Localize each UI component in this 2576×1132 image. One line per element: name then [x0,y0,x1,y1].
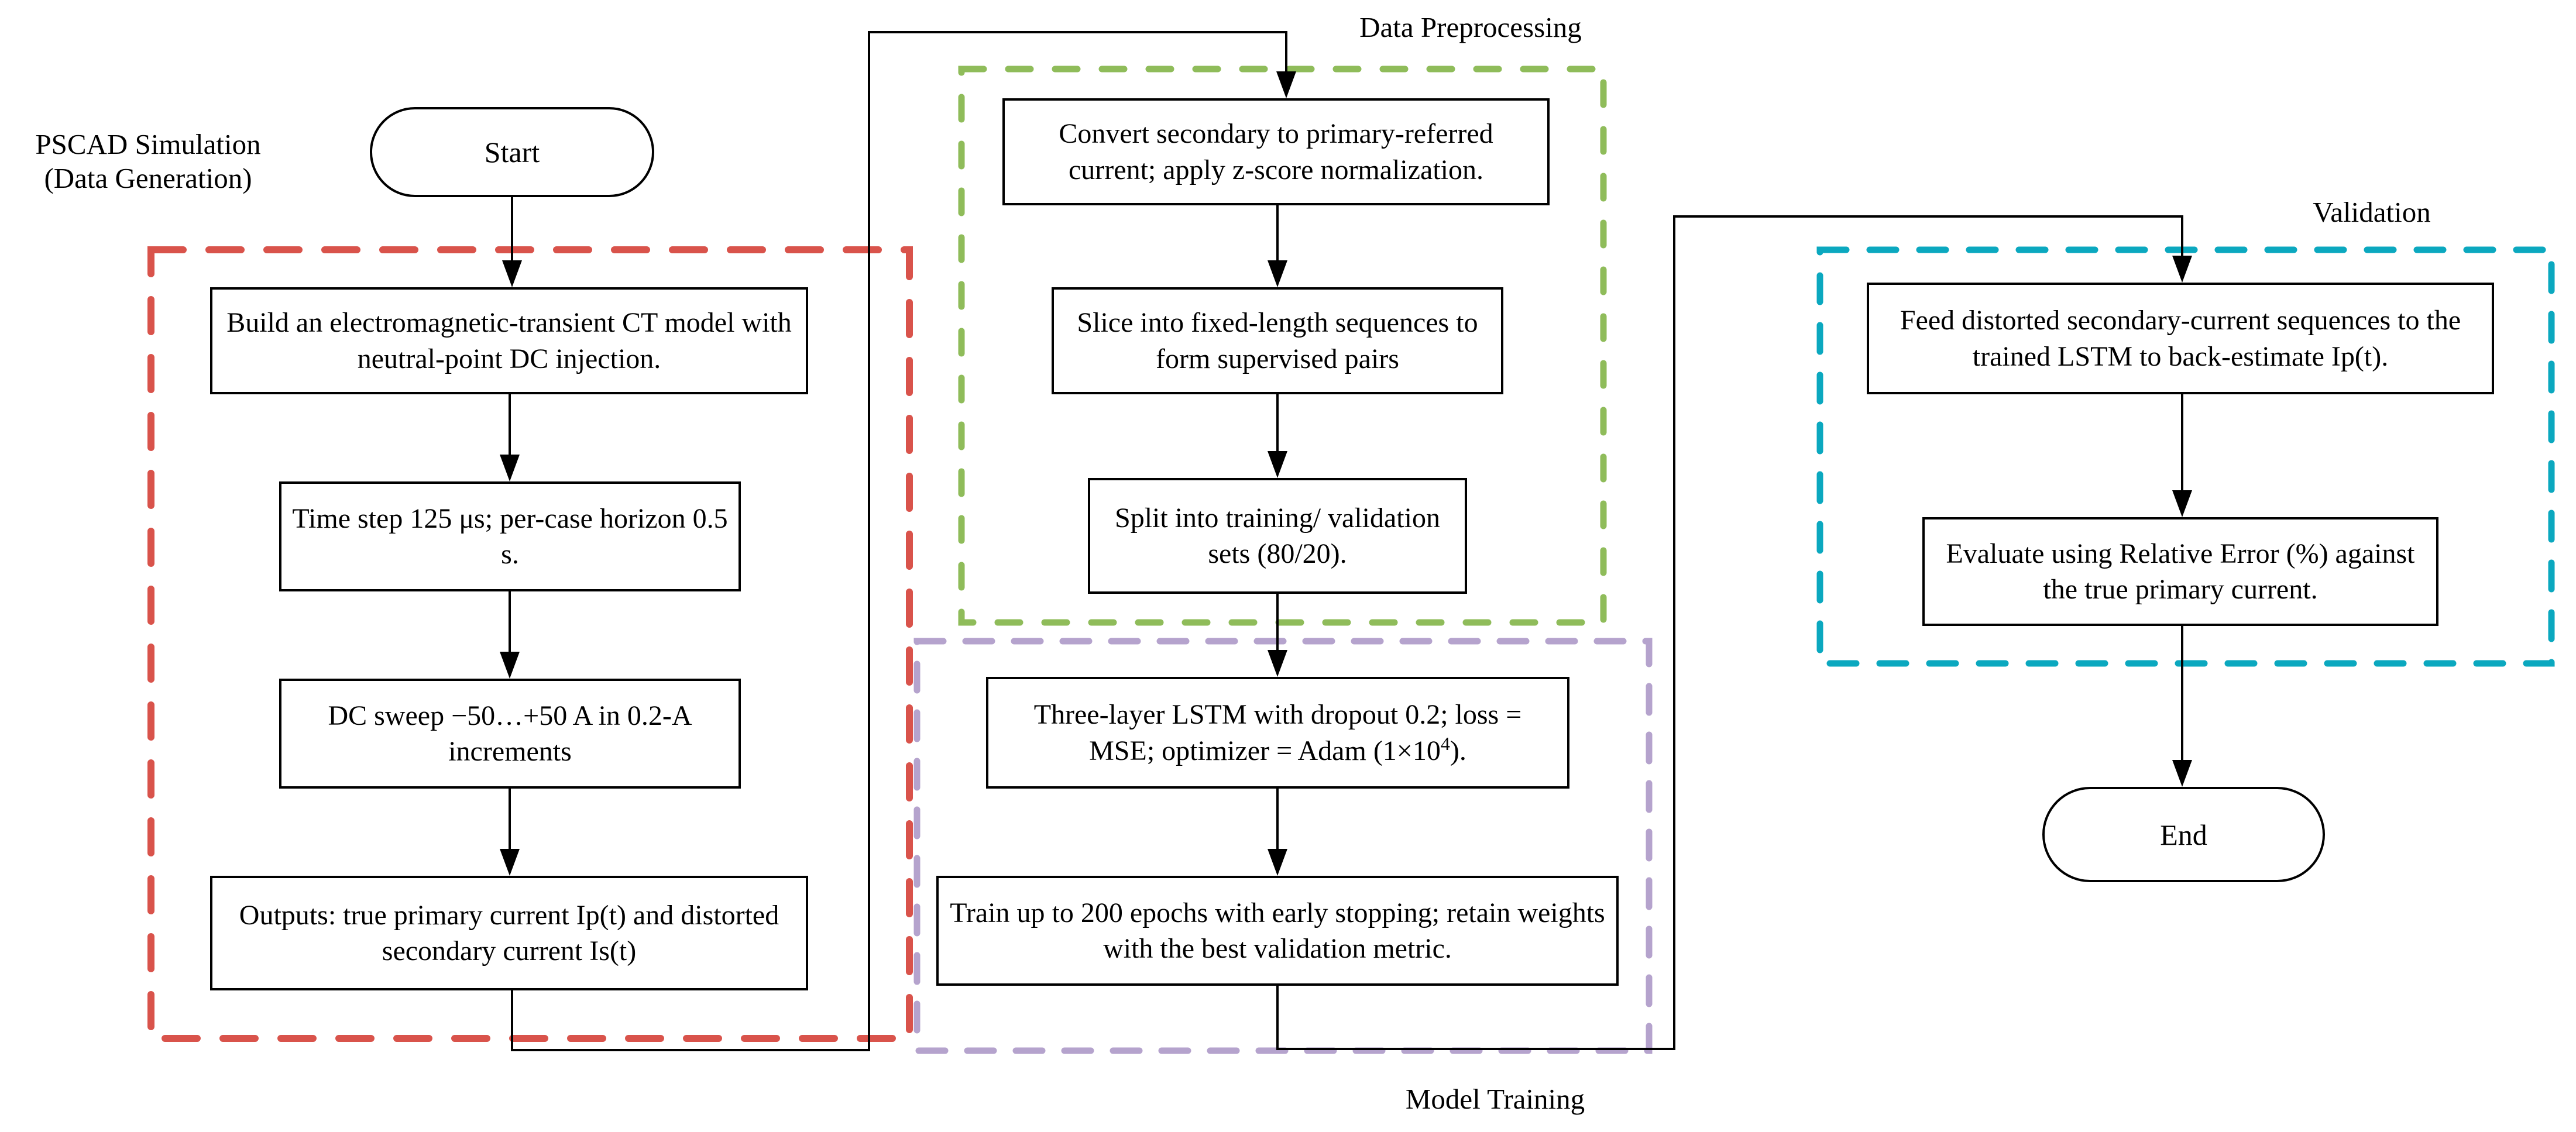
arrowhead-into-slice [1268,260,1287,287]
stage-label-pscad-line1: PSCAD Simulation [35,128,261,160]
process-box-build-ct-model-text: Build an electromagnetic-transient CT mo… [226,307,792,374]
arrowhead-into-train [1268,849,1287,876]
terminator-end-label: End [2160,818,2207,851]
process-box-feed-lstm-text: Feed distorted secondary-current sequenc… [1900,305,2461,372]
process-box-slice-sequences: Slice into fixed-length sequences to for… [1052,287,1503,394]
arrowhead-into-outputs [500,849,520,876]
process-box-convert-normalize-text: Convert secondary to primary-referred cu… [1059,118,1493,185]
stage-label-pscad-simulation: PSCAD Simulation (Data Generation) [8,128,288,195]
process-box-evaluate-error: Evaluate using Relative Error (%) agains… [1922,517,2438,626]
arrowhead-into-convert [1276,71,1296,98]
arrowhead-into-split [1268,451,1287,478]
process-box-evaluate-error-text: Evaluate using Relative Error (%) agains… [1946,538,2415,605]
terminator-start-label: Start [484,136,540,168]
arrowhead-into-feed [2172,256,2192,283]
process-box-outputs: Outputs: true primary current Ip(t) and … [210,876,808,990]
process-box-time-step: Time step 125 μs; per-case horizon 0.5 s… [279,481,741,591]
process-box-time-step-text: Time step 125 μs; per-case horizon 0.5 s… [292,503,728,570]
process-box-outputs-text: Outputs: true primary current Ip(t) and … [239,899,779,966]
connector-lines [509,31,2183,1051]
connector-train-to-feed [1276,215,2183,1050]
stage-label-data-preprocessing: Data Preprocessing [1359,11,1582,43]
arrowhead-into-evaluate [2172,490,2192,517]
arrowhead-into-end [2172,760,2192,787]
arrowhead-into-timestep [500,455,520,481]
process-box-split-sets: Split into training/ validation sets (80… [1088,478,1467,594]
arrowheads [500,71,2192,876]
terminator-end: End [2042,787,2325,882]
stage-frame-validation [1816,246,2555,667]
process-box-lstm-config: Three-layer LSTM with dropout 0.2; loss … [986,677,1569,789]
process-box-train-epochs-text: Train up to 200 epochs with early stoppi… [950,897,1605,964]
terminator-start: Start [370,107,654,197]
stage-label-validation: Validation [2313,196,2431,228]
process-box-slice-sequences-text: Slice into fixed-length sequences to for… [1077,307,1478,374]
connector-outputs-to-convert [511,31,1287,1051]
stage-frame-data-preprocessing [958,66,1607,626]
stage-label-model-training: Model Training [1405,1083,1585,1115]
process-box-lstm-config-text: Three-layer LSTM with dropout 0.2; loss … [999,697,1557,769]
process-box-build-ct-model: Build an electromagnetic-transient CT mo… [210,287,808,394]
process-box-convert-normalize: Convert secondary to primary-referred cu… [1002,98,1550,205]
stage-label-pscad-line2: (Data Generation) [44,161,252,194]
stage-frame-model-training [913,638,1653,1054]
process-box-train-epochs: Train up to 200 epochs with early stoppi… [936,876,1619,986]
lstm-config-text-superscript: 4 [1440,732,1450,754]
arrowhead-into-dcsweep [500,652,520,679]
process-box-feed-lstm: Feed distorted secondary-current sequenc… [1867,283,2494,394]
process-box-dc-sweep: DC sweep −50…+50 A in 0.2-A increments [279,679,741,789]
process-box-dc-sweep-text: DC sweep −50…+50 A in 0.2-A increments [328,700,692,767]
arrowhead-into-lstm [1268,650,1287,677]
arrowhead-into-build [502,260,522,287]
lstm-config-text-pre: Three-layer LSTM with dropout 0.2; loss … [1033,699,1522,766]
stage-frame-pscad-simulation [147,246,913,1042]
process-box-split-sets-text: Split into training/ validation sets (80… [1115,502,1440,569]
lstm-config-text-post: ). [1450,735,1466,766]
